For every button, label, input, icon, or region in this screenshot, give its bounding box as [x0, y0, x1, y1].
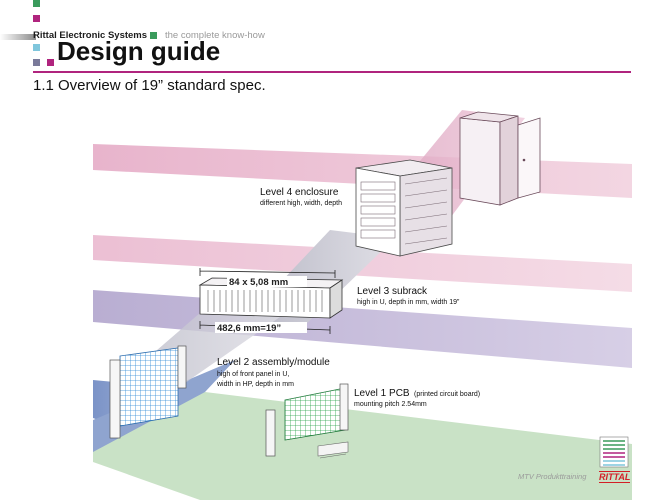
level3-desc: high in U, depth in mm, width 19”	[357, 299, 460, 306]
level4-title: Level 4 enclosure	[260, 187, 339, 198]
level1-title: Level 1 PCB	[354, 388, 410, 399]
brand-tagline: the complete know-how	[165, 30, 265, 41]
dimension-height-box	[227, 276, 307, 287]
corner-square	[33, 44, 40, 51]
title-rule	[33, 71, 631, 73]
level1-desc: mounting pitch 2.54mm	[354, 401, 427, 408]
assembly-module	[109, 345, 187, 439]
level2-desc-line2: width in HP, depth in mm	[216, 381, 294, 388]
brand-name: Rittal Electronic Systems	[33, 30, 148, 41]
corner-square	[33, 0, 40, 7]
rack-enclosure	[355, 159, 453, 257]
rittal-logo-text: RITTAL	[599, 471, 631, 483]
footer-text: MTV Produkttraining	[518, 472, 587, 481]
rittal-logo-mark	[599, 436, 629, 468]
corner-square	[33, 59, 40, 66]
pcb-board	[265, 383, 349, 459]
open-enclosure	[459, 111, 541, 206]
dimension-width-box	[215, 322, 307, 333]
page-subtitle: 1.1 Overview of 19” standard spec.	[33, 77, 266, 94]
brand-square	[150, 32, 157, 39]
brand-bar	[0, 30, 668, 43]
level1-note: (printed circuit board)	[414, 391, 480, 398]
corner-square	[47, 59, 54, 66]
level4-desc: different high, width, depth	[260, 200, 342, 207]
dimension-height-label: 84 x 5,08 mm	[229, 277, 288, 288]
level3-title: Level 3 subrack	[357, 286, 428, 297]
page-title: Design guide	[57, 36, 221, 66]
corner-square	[33, 15, 40, 22]
level2-title: Level 2 assembly/module	[217, 357, 330, 368]
dimension-width-label: 482,6 mm=19”	[217, 323, 281, 334]
floor-green	[93, 392, 632, 500]
level2-desc-line1: high of front panel in U,	[217, 371, 289, 378]
